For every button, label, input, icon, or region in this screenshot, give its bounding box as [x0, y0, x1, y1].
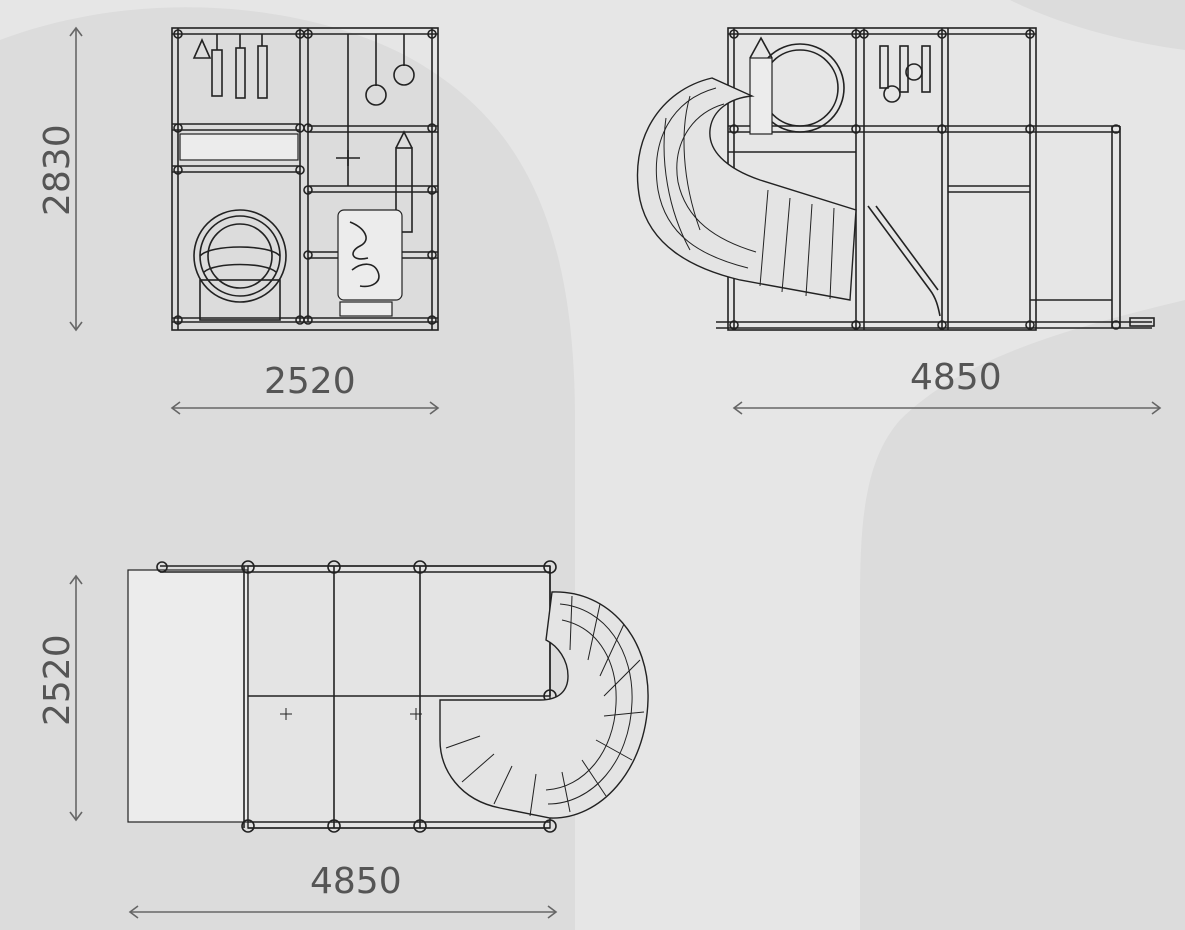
front-climbing-wall — [337, 209, 403, 301]
front-tunnel — [193, 209, 287, 321]
top-width-label: 4850 — [310, 861, 402, 902]
front-view — [171, 27, 439, 331]
dimension-arrows — [69, 26, 1162, 919]
background-shape-top-right — [1010, 0, 1185, 50]
front-punching-bags — [192, 34, 268, 99]
front-step — [339, 301, 393, 317]
front-ball — [393, 64, 415, 86]
top-width-arrow — [128, 905, 558, 919]
front-height-label: 2830 — [37, 124, 78, 216]
front-deck-panel — [179, 133, 299, 161]
side-joints — [729, 29, 1121, 330]
side-width-label: 4850 — [910, 357, 1002, 398]
background-shape-right — [860, 300, 1185, 930]
side-view — [636, 27, 1155, 331]
side-tube-slide — [636, 77, 857, 301]
top-depth-arrow — [69, 574, 83, 822]
top-view — [127, 560, 649, 833]
front-height-arrow — [69, 26, 83, 332]
top-tube-slide — [439, 591, 649, 819]
top-depth-label: 2520 — [37, 634, 78, 726]
front-ball — [365, 84, 387, 106]
top-joints — [156, 560, 557, 833]
front-hanging-bag — [395, 147, 413, 233]
front-frame — [171, 27, 439, 331]
top-extension-panel — [127, 569, 249, 823]
top-crosshair-marks — [280, 708, 422, 720]
side-width-arrow — [732, 401, 1162, 415]
side-straight-slide — [867, 205, 941, 317]
front-width-label: 2520 — [264, 361, 356, 402]
front-width-arrow — [170, 401, 440, 415]
front-joints — [173, 29, 437, 325]
